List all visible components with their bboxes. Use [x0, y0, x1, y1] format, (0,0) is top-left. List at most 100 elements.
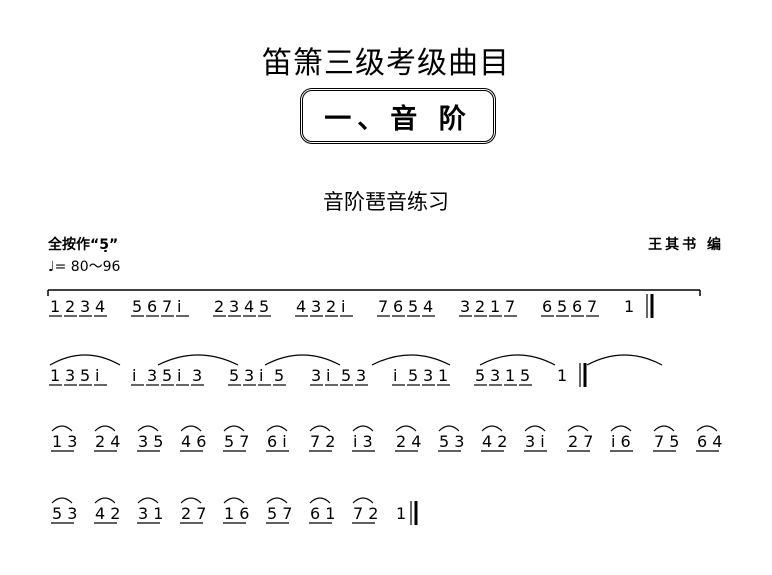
note: 7 — [505, 297, 515, 316]
note: 6 — [542, 297, 552, 316]
note: 4 — [95, 297, 105, 316]
note: 5 — [475, 366, 485, 385]
slur — [653, 425, 675, 432]
slur — [180, 425, 202, 432]
section-heading: 一、音 阶 — [300, 88, 496, 144]
note: 5 — [274, 366, 284, 385]
note-pair: 5 3 — [439, 432, 464, 451]
note-pair: 7 2 — [353, 504, 378, 523]
note: 1 — [505, 366, 515, 385]
slur — [223, 425, 245, 432]
note: 3 — [147, 366, 157, 385]
note: 3 — [311, 366, 321, 385]
note: i — [259, 366, 263, 385]
note-pair: 2 7 — [568, 432, 593, 451]
slur — [696, 425, 718, 432]
note: 4 — [244, 297, 254, 316]
note: 3 — [460, 297, 470, 316]
slur — [586, 354, 663, 366]
slur — [51, 497, 73, 504]
note: 5 — [408, 297, 418, 316]
slur — [223, 497, 245, 504]
note-pair: 2 4 — [95, 432, 120, 451]
composer-credit: 王其书 编 — [648, 237, 724, 253]
note-pair: 7 2 — [310, 432, 335, 451]
note: 5 — [408, 366, 418, 385]
tempo-marking: ♩= 80～96 — [48, 259, 121, 275]
slur — [137, 497, 159, 504]
note-pair: i 6 — [611, 432, 631, 451]
slur — [94, 497, 116, 504]
note-pair: 5 7 — [224, 432, 249, 451]
note-pair: 6 i — [267, 432, 287, 451]
slur — [137, 425, 159, 432]
note: 3 — [192, 366, 202, 385]
slur — [479, 354, 556, 366]
slur — [610, 425, 632, 432]
note: 1 — [557, 366, 567, 385]
slur — [266, 497, 288, 504]
note-pair: 3 1 — [138, 504, 163, 523]
slur — [524, 425, 546, 432]
note-pair: 3 5 — [138, 432, 163, 451]
note: 7 — [162, 297, 172, 316]
note: 2 — [475, 297, 485, 316]
note: 1 — [490, 297, 500, 316]
page-title: 笛箫三级考级曲目 — [262, 46, 510, 81]
slur — [352, 425, 374, 432]
note: 6 — [572, 297, 582, 316]
note: 3 — [65, 366, 75, 385]
slur — [49, 354, 121, 366]
note: 5 — [162, 366, 172, 385]
note: 4 — [296, 297, 306, 316]
note-pair: 4 2 — [482, 432, 507, 451]
slur — [51, 425, 73, 432]
note: i — [326, 366, 330, 385]
note: 7 — [378, 297, 388, 316]
slur — [567, 425, 589, 432]
note: 3 — [311, 297, 321, 316]
note-pair: 5 3 — [52, 504, 77, 523]
note-pair: 5 7 — [267, 504, 292, 523]
note: 3 — [356, 366, 366, 385]
note: i — [95, 366, 99, 385]
note-pair: 1 6 — [224, 504, 249, 523]
slur — [180, 497, 202, 504]
key-signature: 全按作“5̣” — [48, 237, 119, 253]
note-pair: 7 5 — [654, 432, 679, 451]
note-pair: 3 i — [525, 432, 545, 451]
note-pair: 2 7 — [181, 504, 206, 523]
slur — [438, 425, 460, 432]
note: 5 — [259, 297, 269, 316]
note-pair: 4 2 — [95, 504, 120, 523]
piece-subtitle: 音阶琶音练习 — [323, 190, 449, 214]
note: 3 — [229, 297, 239, 316]
note-pair: i 3 — [353, 432, 373, 451]
note-pair: 2 4 — [396, 432, 421, 451]
note: 5 — [341, 366, 351, 385]
slur — [266, 425, 288, 432]
note: 5 — [229, 366, 239, 385]
note: 1 — [50, 297, 60, 316]
note: i — [177, 297, 181, 316]
slur — [481, 425, 503, 432]
note-pair: 1 — [396, 504, 406, 523]
slur — [157, 354, 239, 366]
note-pair: 4 6 — [181, 432, 206, 451]
note: 3 — [490, 366, 500, 385]
note-pair: 6 4 — [697, 432, 722, 451]
note: 6 — [147, 297, 157, 316]
note: 1 — [438, 366, 448, 385]
note: 6 — [393, 297, 403, 316]
slur — [94, 425, 116, 432]
slur — [371, 354, 451, 366]
note: 7 — [587, 297, 597, 316]
note: i — [177, 366, 181, 385]
slur — [352, 497, 374, 504]
note: 3 — [80, 297, 90, 316]
